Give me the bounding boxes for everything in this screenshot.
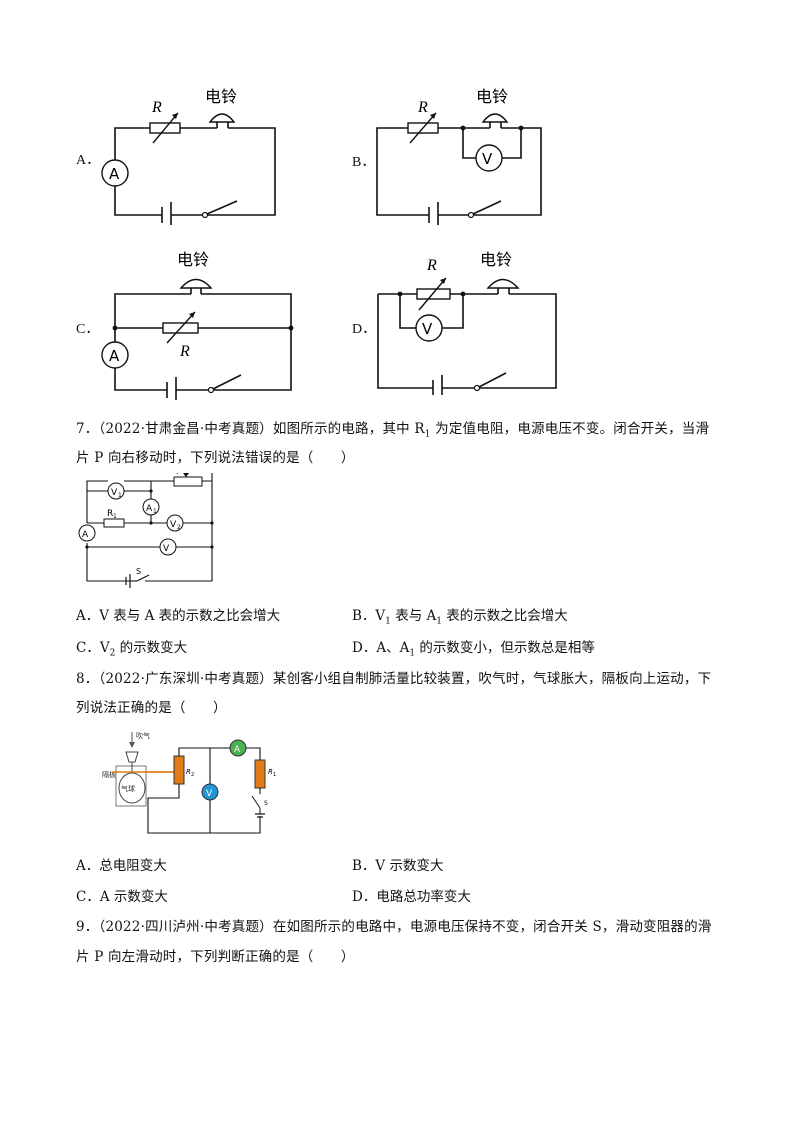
svg-text:V: V [422,320,433,338]
bell-icon [208,113,236,123]
q7-stem-line2: 片 P 向右移动时，下列说法错误的是（ ） [76,450,355,466]
q9-stem-line2: 片 P 向左滑动时，下列判断正确的是（ ） [76,949,355,965]
svg-text:2: 2 [177,524,181,531]
svg-text:R: R [186,768,191,776]
svg-text:S: S [136,567,141,576]
svg-text:R: R [268,768,273,776]
option-b-label: B． [352,155,376,170]
svg-text:A: A [82,530,89,540]
option-d-label: D． [352,322,377,337]
bell-icon [481,113,509,123]
q8-option-c[interactable]: C．A 示数变大 [76,889,168,905]
svg-text:A: A [109,347,120,365]
q7-stem-line1: 7．（2022·甘肃金昌·中考真题）如图所示的电路，其中 R1 为定值电阻，电源… [76,421,710,440]
bell-label: 电铃 [480,250,512,269]
q8-stem-line2: 列说法正确的是（ ） [76,700,227,716]
r-label: R [426,257,437,274]
voltmeter-icon [415,314,443,342]
svg-text:隔板: 隔板 [102,770,116,779]
svg-text:V: V [206,789,213,799]
bell-label: 电铃 [177,250,209,269]
circuit-diagram-d: V R 电铃 [377,250,557,395]
r1-resistor [254,759,266,789]
circuit-diagram-b: V R 电铃 [376,87,542,225]
q8-option-a[interactable]: A．总电阻变大 [76,858,167,874]
svg-text:V: V [170,520,177,530]
ammeter-icon [101,341,129,369]
r-label: R [417,99,428,116]
q8-option-b[interactable]: B．V 示数变大 [352,858,444,874]
svg-text:A: A [146,504,153,514]
q7-option-d[interactable]: D．A、A1 的示数变小，但示数总是相等 [352,640,595,659]
q8-option-d[interactable]: D．电路总功率变大 [352,889,471,905]
svg-text:V: V [111,488,118,498]
bell-label: 电铃 [476,87,508,106]
rheostat-r [416,288,451,300]
q7-option-a[interactable]: A．V 表与 A 表的示数之比会增大 [76,608,281,624]
q8-lung-capacity-figure: 吹气 隔板 气球 R 2 A V R 1 S [102,731,276,834]
bell-icon [486,278,520,289]
svg-text:2: 2 [191,772,194,778]
r2-resistor [173,755,185,785]
option-c-label: C． [76,322,100,337]
r-label: R [151,99,162,116]
bell-icon [179,278,213,289]
circuit-diagram-c: 电铃 R A [101,250,294,400]
svg-text:V: V [482,150,493,168]
svg-text:A: A [234,745,241,755]
svg-text:1: 1 [118,492,122,499]
svg-text:气球: 气球 [121,784,135,793]
svg-text:V: V [163,544,170,554]
voltmeter-icon [475,144,503,172]
svg-text:1: 1 [113,513,117,520]
voltmeter-icon [201,783,219,801]
svg-text:1: 1 [273,772,276,778]
svg-text:A: A [109,165,120,183]
q9-stem-line1: 9．（2022·四川泸州·中考真题）在如图所示的电路中，电源电压保持不变，闭合开… [76,919,712,935]
svg-text:S: S [264,800,268,807]
q7-circuit-figure: P V 1 A 1 R 1 V 2 A V S [78,473,214,588]
q7-option-c[interactable]: C．V2 的示数变大 [76,640,188,659]
svg-text:P: P [176,473,182,477]
option-a-label: A． [76,153,101,168]
svg-text:R: R [107,509,113,519]
ammeter-icon [101,159,129,187]
q8-stem-line1: 8．（2022·广东深圳·中考真题）某创客小组自制肺活量比较装置，吹气时，气球胀… [76,671,712,687]
bell-label: 电铃 [205,87,237,106]
r-label: R [179,343,190,360]
circuit-diagram-a: R 电铃 A [101,87,276,225]
q7-option-b[interactable]: B．V1 表与 A1 表的示数之比会增大 [352,608,568,627]
svg-text:吹气: 吹气 [136,731,150,740]
svg-text:1: 1 [153,508,157,515]
ammeter-icon [229,739,247,757]
